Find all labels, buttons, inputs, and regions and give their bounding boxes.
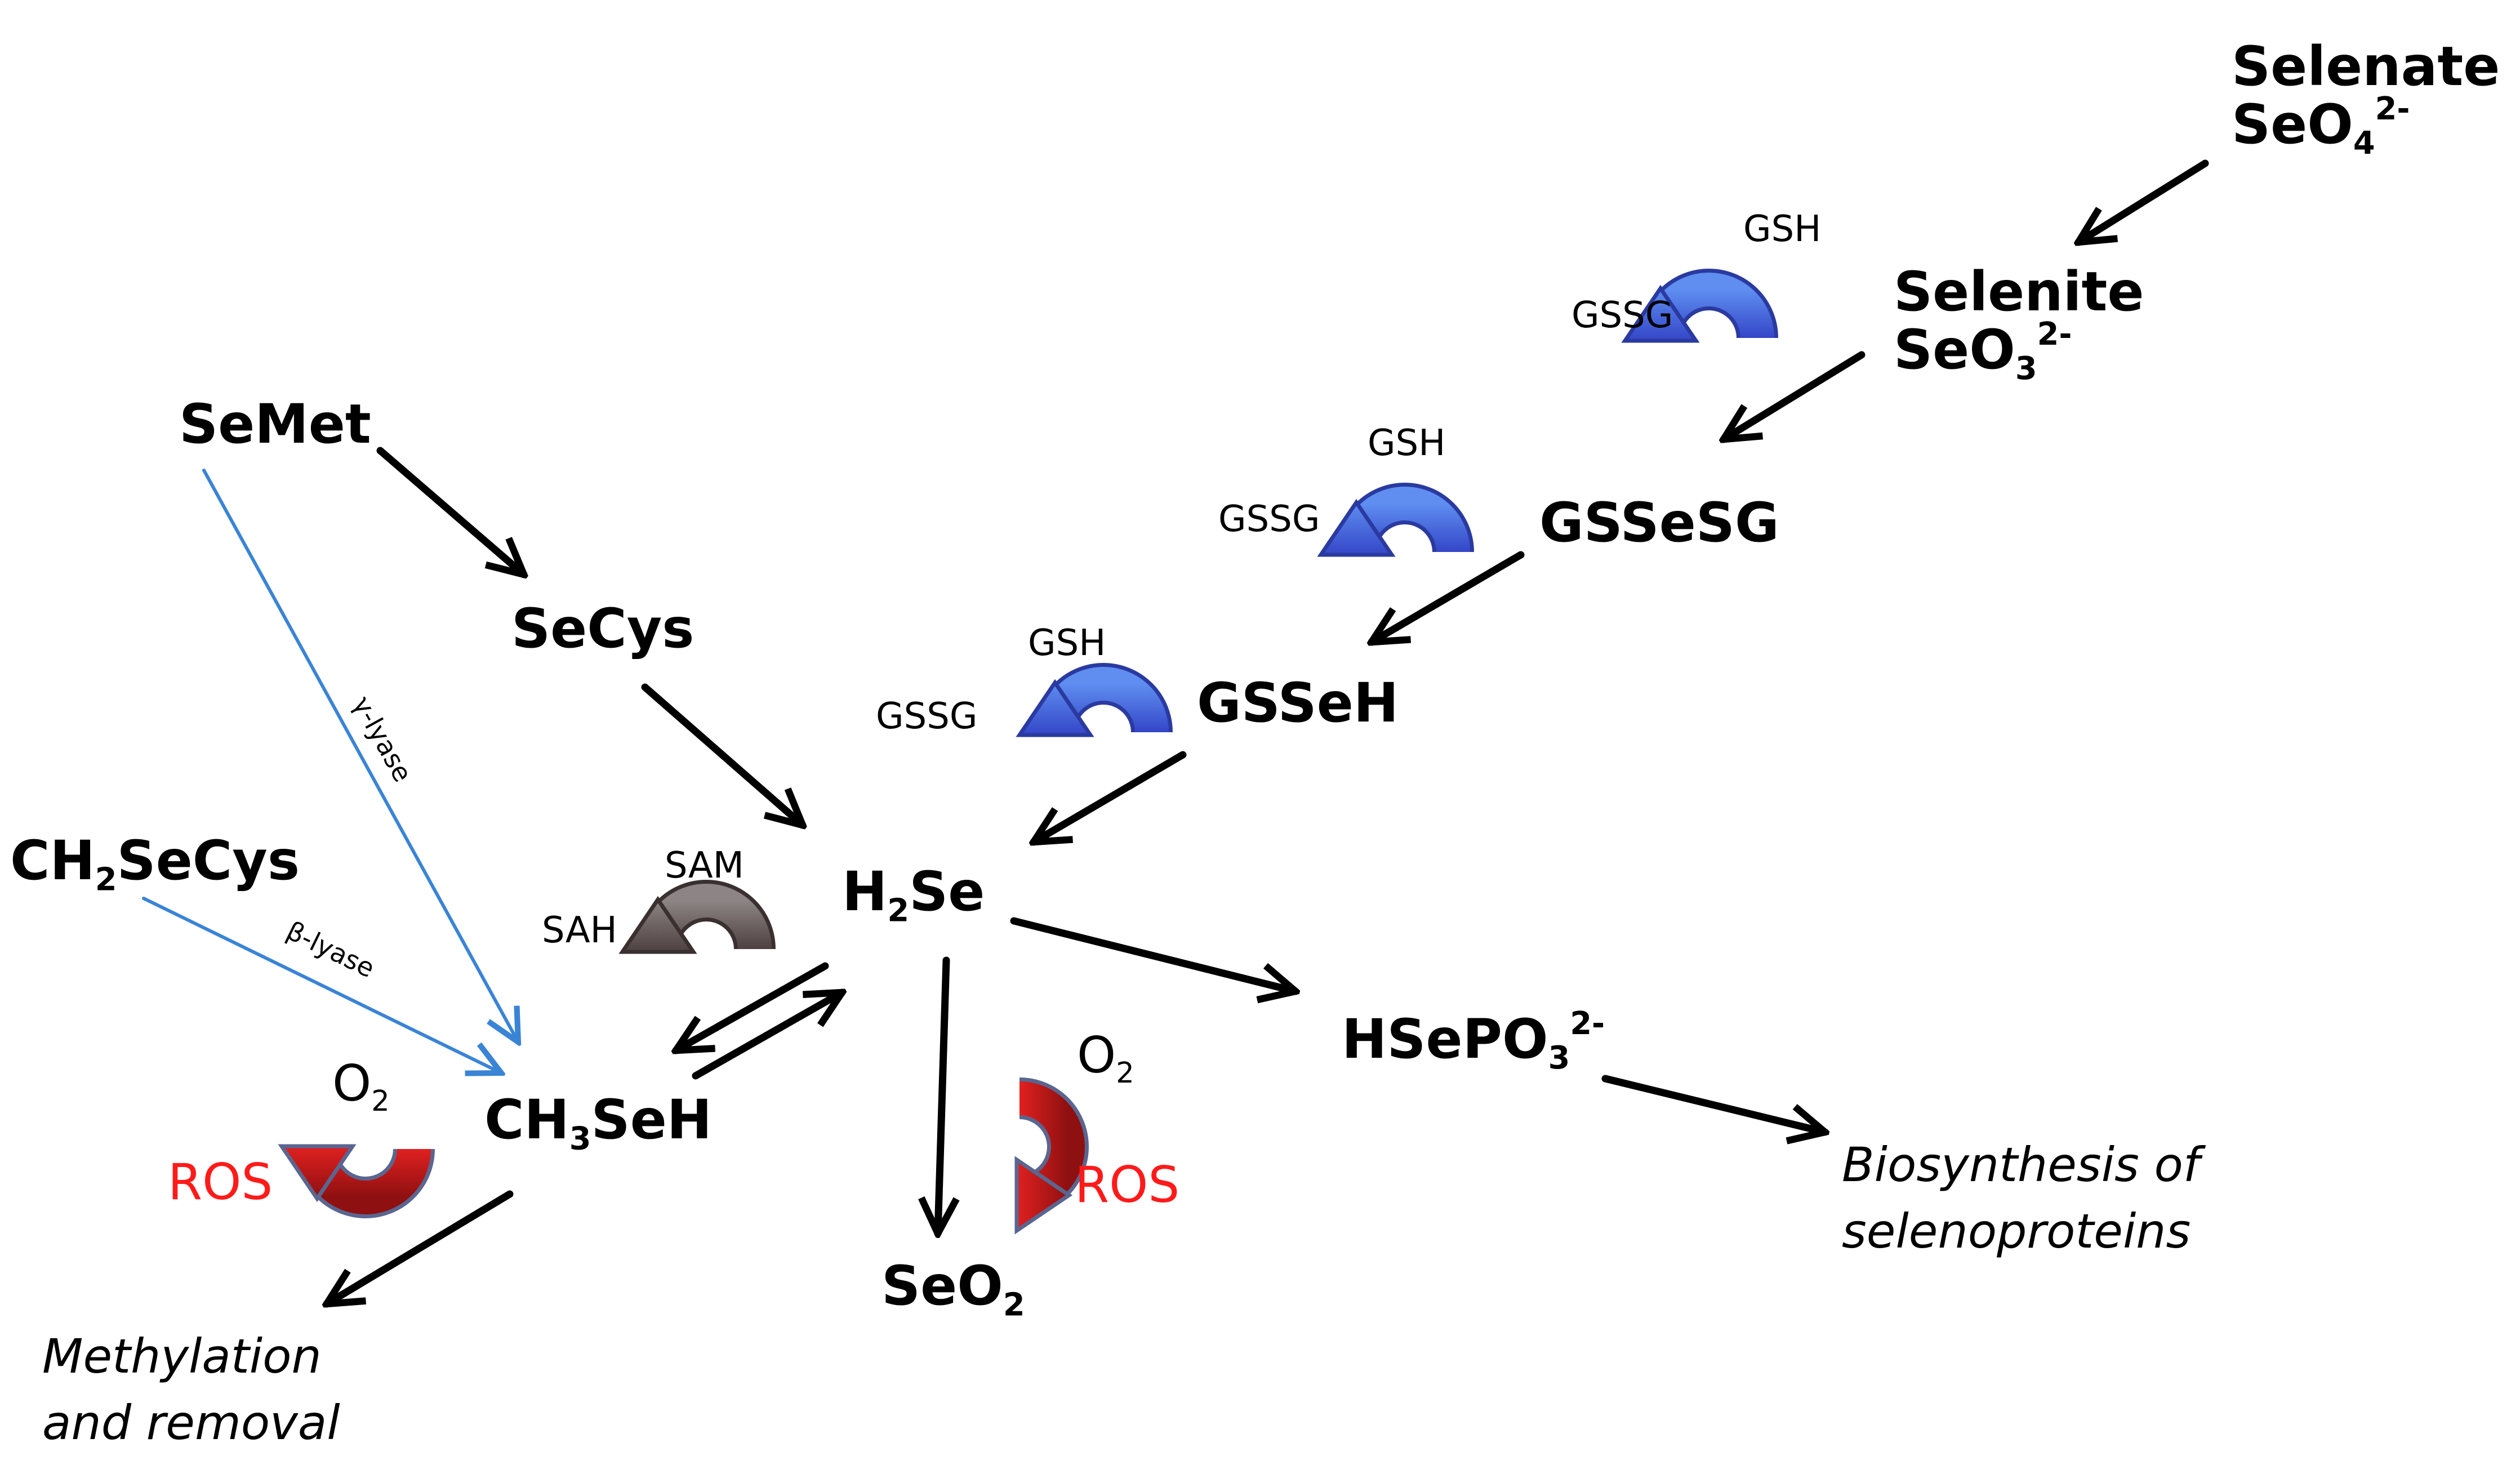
compound-ch3seh: CH3SeH [484,1088,713,1157]
sam-cycle-icon [618,880,776,954]
selenate-formula: SeO [2232,92,2353,156]
cofactor-o2-left: O2 [332,1054,390,1118]
arrow-gsseh-to-h2se [1034,751,1187,842]
ros-cycle-icon [278,1144,435,1218]
selenate-name: Selenate [2232,35,2500,98]
compound-ch2secys: CH2SeCys [10,829,300,898]
selenite-name: Selenite [1894,260,2144,323]
arrow-ch3seh-to-h2se [692,992,842,1080]
arrow-semet-to-secys [376,447,524,575]
compound-seo2: SeO2 [881,1254,1025,1324]
arrow-semet-to-ch3seh-gamma-lyase [202,469,518,1042]
arrow-secys-to-h2se [641,683,803,825]
compound-hsepo3: HSePO32- [1342,1005,1605,1077]
gsh-cycle-icon [1621,269,1778,343]
selenite-formula: SeO [1894,318,2015,381]
gamma-lyase-label: γ-lyase [347,691,418,787]
arrow-h2se-to-hsepo3 [1010,917,1295,991]
selenate-subscript: 4 [2353,125,2375,162]
gsh-cycle-icon [1016,663,1173,737]
arrow-h2se-to-seo2 [938,956,946,1233]
compound-selenate: Selenate SeO42- [2232,39,2500,159]
compound-gsseh: GSSeH [1197,671,1399,734]
cofactor-gssg-1: GSSG [1571,295,1673,336]
arrow-ch2secys-to-ch3seh-beta-lyase [142,897,501,1073]
compound-secys: SeCys [511,597,694,660]
arrow-selenate-to-selenite [2078,159,2209,242]
cofactor-gsh-2: GSH [1368,422,1446,464]
arrow-gssesg-to-gsseh [1372,551,1525,642]
cofactor-gssg-3: GSSG [876,696,978,737]
arrow-ch3seh-to-methylation [327,1190,514,1304]
arrow-h2se-to-ch3seh [676,962,829,1050]
cofactor-gsh-3: GSH [1028,622,1106,664]
ros-label-right: ROS [1075,1156,1180,1214]
compound-gssesg: GSSeSG [1539,491,1779,554]
ros-label-left: ROS [168,1153,273,1211]
selenate-charge: 2- [2375,91,2410,127]
cofactor-gssg-2: GSSG [1218,498,1320,540]
selenite-subscript: 3 [2015,350,2037,388]
arrow-selenite-to-gssesg [1724,351,1865,439]
ros-cycle-icon [1014,1077,1089,1235]
gsh-cycle-icon [1317,483,1474,557]
compound-semet: SeMet [179,393,371,456]
cofactor-gsh-1: GSH [1743,208,1822,250]
compound-h2se: H2Se [842,860,985,929]
outcome-methylation: Methylation and removal [42,1329,340,1450]
selenite-charge: 2- [2037,316,2072,353]
outcome-biosynthesis: Biosynthesis of selenoproteins [1842,1137,2200,1259]
compound-selenite: Selenite SeO32- [1894,265,2144,385]
cofactor-sam: SAM [665,845,744,887]
arrow-hsepo3-to-biosynthesis [1601,1075,1825,1132]
cofactor-o2-right: O2 [1077,1026,1134,1090]
cofactor-sah: SAH [542,910,617,951]
